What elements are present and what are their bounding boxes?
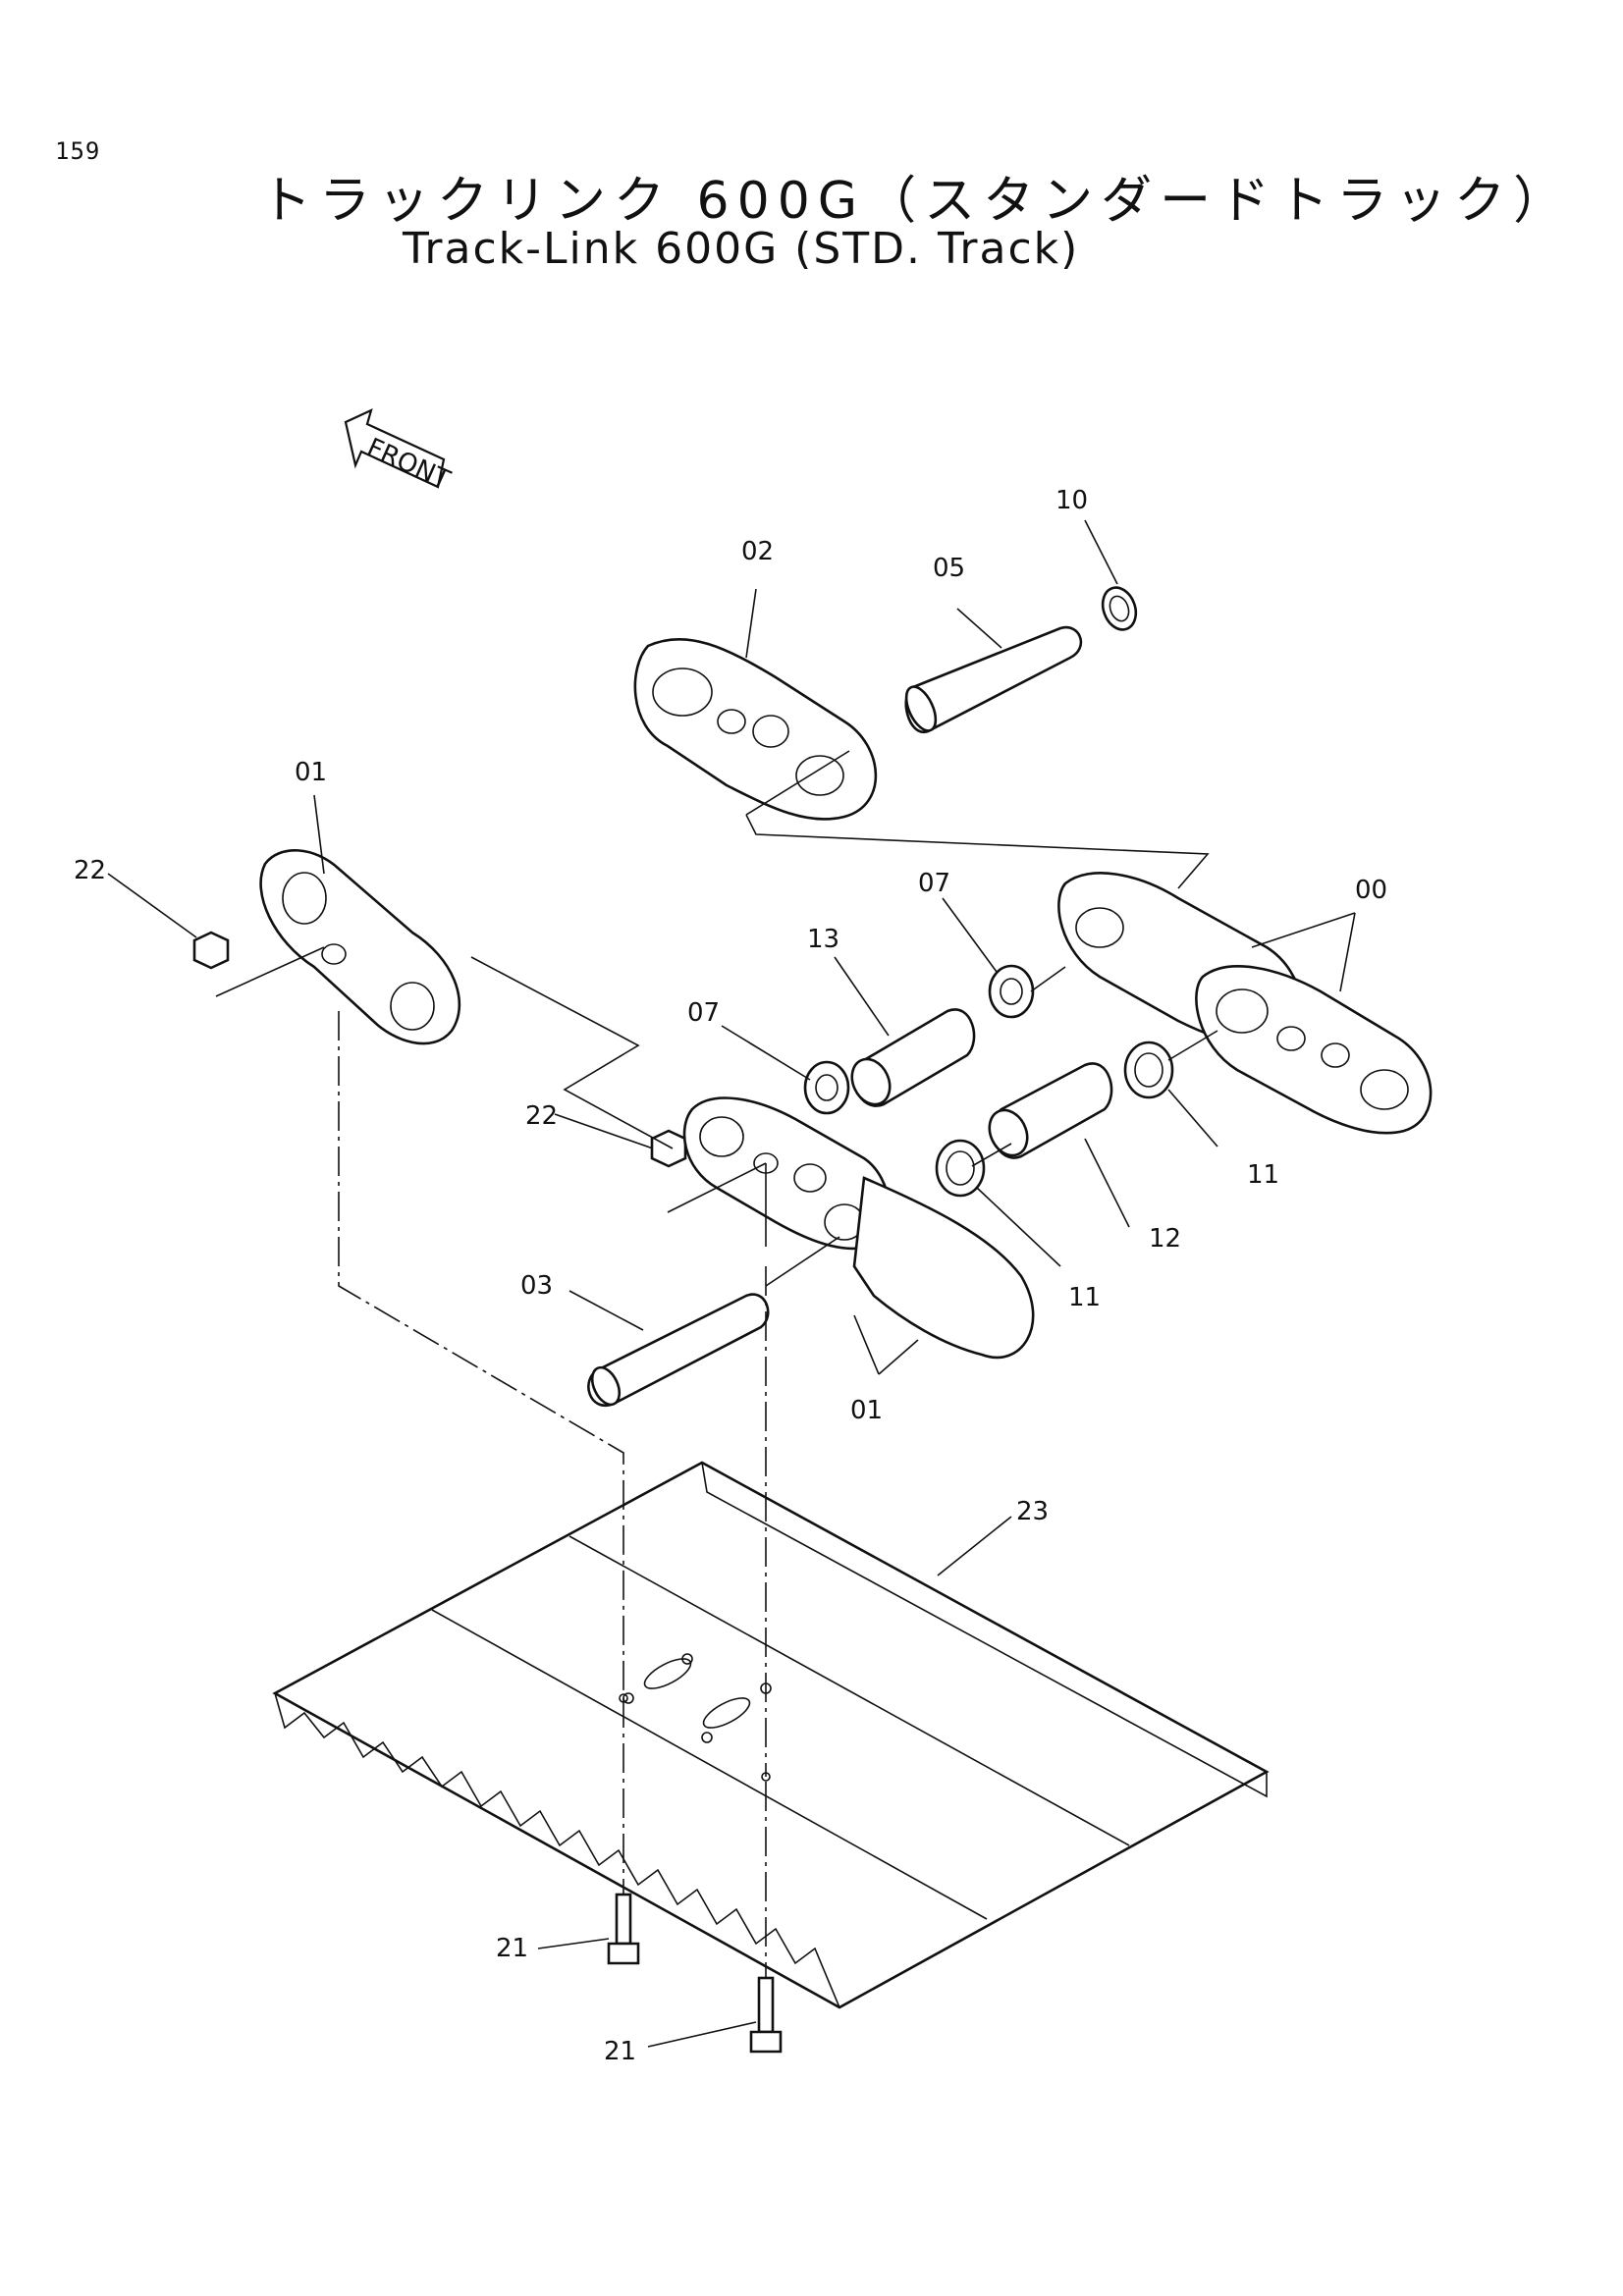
callout-02: 02: [741, 537, 774, 566]
part-01-link-center: [682, 1096, 1035, 1360]
part-03-pin: [587, 1293, 770, 1408]
title-japanese: トラックリンク 600G（スタンダードトラック）: [260, 172, 1573, 231]
callout-11-left: 11: [1068, 1283, 1101, 1312]
callout-13: 13: [807, 925, 839, 954]
callout-03: 03: [520, 1271, 553, 1301]
part-05-pin: [904, 625, 1083, 733]
callout-23: 23: [1016, 1497, 1049, 1526]
callout-22-center: 22: [525, 1101, 558, 1131]
part-07-seal-b: [803, 1060, 850, 1115]
callout-21-upper: 21: [496, 1934, 528, 1963]
callout-22-left: 22: [74, 856, 106, 885]
front-arrow: FRONT: [344, 407, 455, 496]
callout-05: 05: [933, 554, 965, 583]
part-10-snap-ring: [1101, 586, 1138, 631]
part-01-link-left: [259, 849, 461, 1045]
callout-00: 00: [1355, 876, 1387, 905]
callout-01-top: 01: [295, 758, 327, 787]
part-11-seal-b: [935, 1139, 986, 1198]
part-02-link: [633, 637, 878, 821]
part-11-seal-a: [1123, 1041, 1174, 1099]
part-23-track-shoe: [272, 1461, 1270, 2009]
part-22-nut-b: [650, 1129, 687, 1168]
part-00-link-assembly: [1057, 872, 1433, 1135]
callout-10: 10: [1055, 486, 1088, 515]
part-22-nut-a: [192, 931, 230, 970]
page-number: 159: [55, 137, 101, 165]
leader-lines: [107, 519, 1356, 2048]
part-13-bushing: [850, 1008, 976, 1107]
callout-21-lower: 21: [604, 2037, 636, 2066]
part-12-bushing: [988, 1062, 1113, 1159]
part-21-bolt-a: [607, 1893, 640, 1965]
callout-labels: 00 01 01 02 03 05 07 07 10 11 11 12 13 2…: [74, 486, 1387, 2066]
title-english: Track-Link 600G (STD. Track): [403, 224, 1080, 274]
callout-07-upper: 07: [918, 869, 950, 898]
callout-11-right: 11: [1247, 1160, 1279, 1190]
callout-07-lower: 07: [687, 998, 720, 1028]
part-21-bolt-b: [749, 1976, 783, 2054]
callout-01-bottom: 01: [850, 1396, 883, 1425]
assembly-lines: [215, 750, 1218, 1978]
part-07-seal-a: [988, 964, 1035, 1019]
callout-12: 12: [1149, 1224, 1181, 1254]
